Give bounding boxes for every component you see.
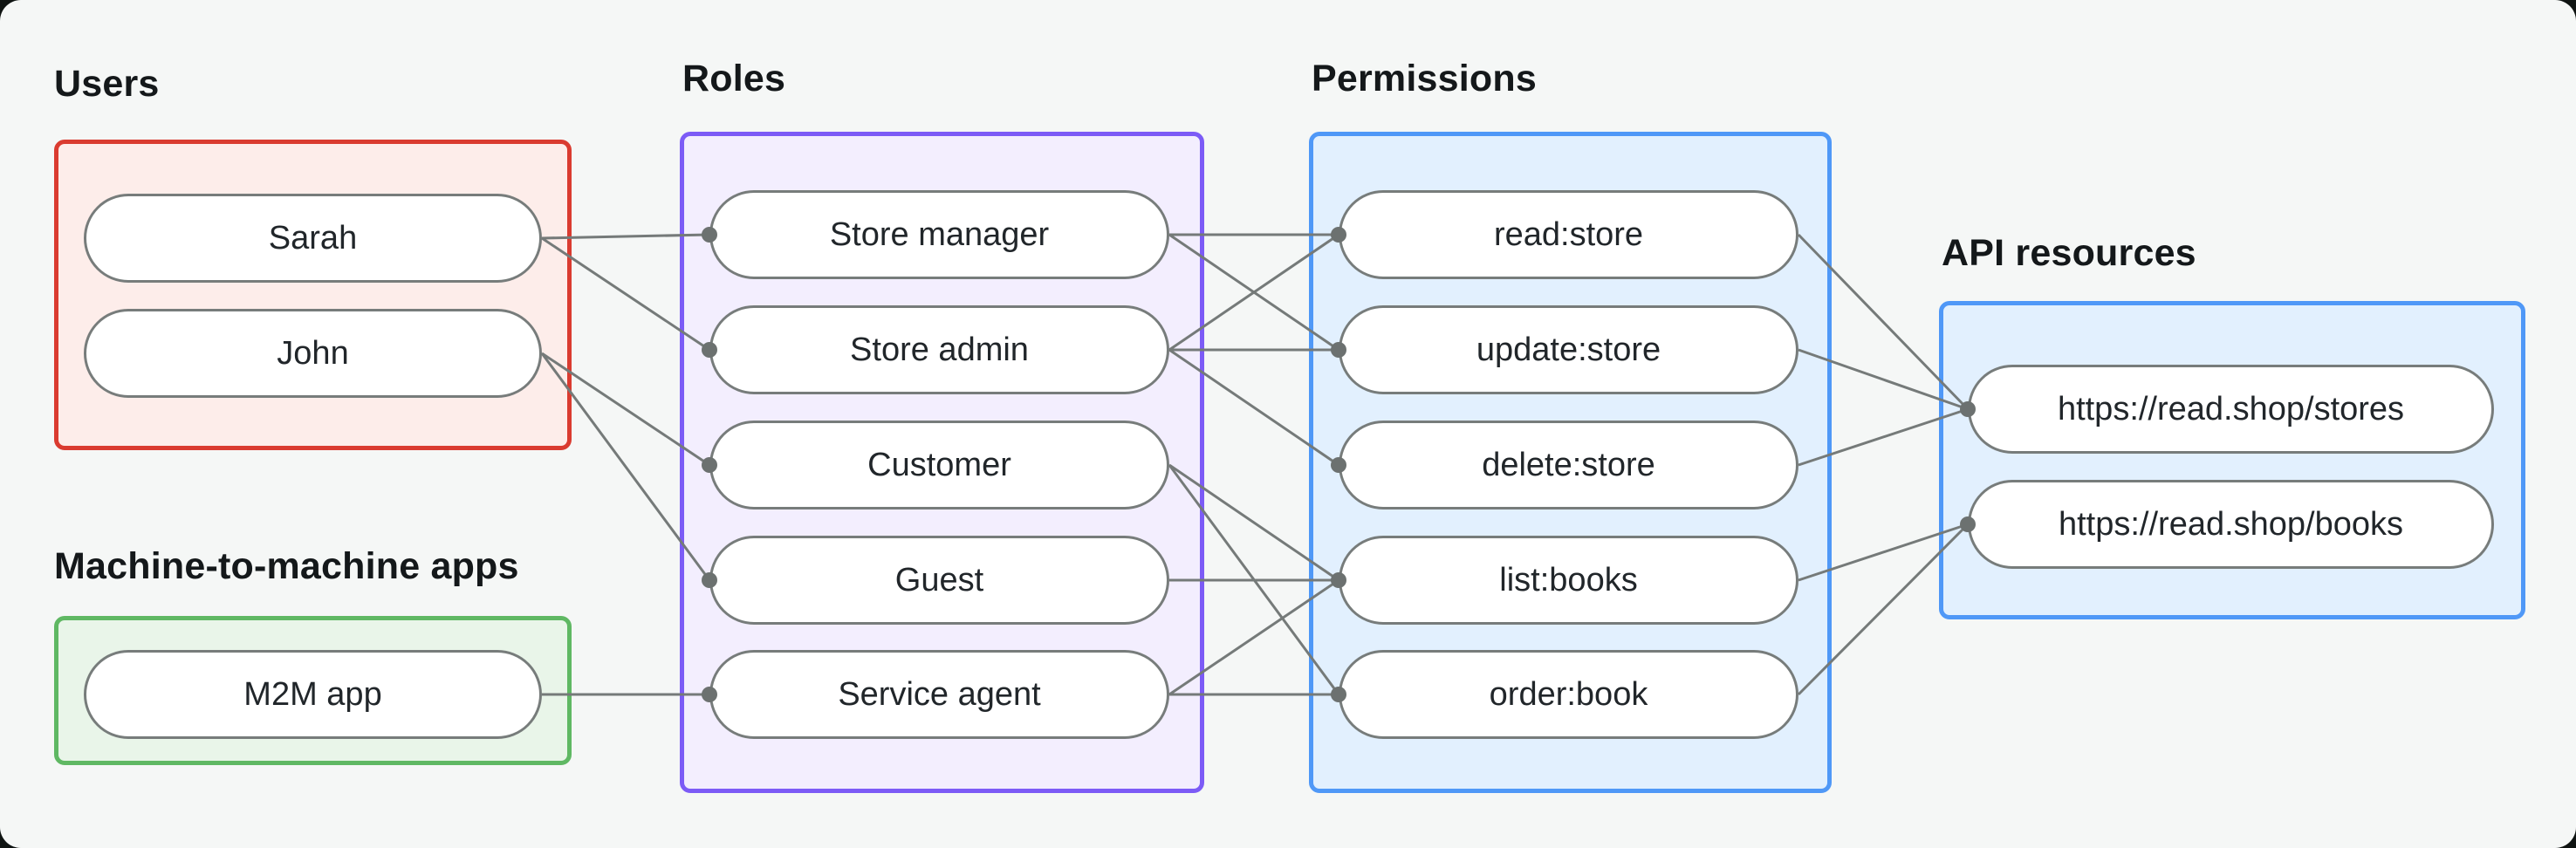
node-label-read_store: read:store bbox=[1493, 215, 1644, 253]
node-res_books: https://read.shop/books bbox=[1968, 480, 2494, 569]
node-label-john: John bbox=[277, 334, 349, 372]
node-customer: Customer bbox=[709, 421, 1169, 509]
node-label-customer: Customer bbox=[867, 446, 1011, 483]
group-label-users: Users bbox=[54, 63, 160, 105]
node-label-update_store: update:store bbox=[1476, 331, 1661, 368]
node-label-m2m_app: M2M app bbox=[243, 675, 382, 713]
node-label-list_books: list:books bbox=[1499, 561, 1638, 598]
node-label-res_stores: https://read.shop/stores bbox=[2057, 390, 2405, 427]
group-label-permissions: Permissions bbox=[1312, 58, 1537, 99]
node-label-store_admin: Store admin bbox=[850, 331, 1029, 368]
node-store_admin: Store admin bbox=[709, 305, 1169, 394]
node-read_store: read:store bbox=[1339, 190, 1798, 279]
group-label-api: API resources bbox=[1942, 232, 2196, 274]
group-label-roles: Roles bbox=[682, 58, 786, 99]
node-delete_store: delete:store bbox=[1339, 421, 1798, 509]
group-label-m2m: Machine-to-machine apps bbox=[54, 545, 519, 587]
node-update_store: update:store bbox=[1339, 305, 1798, 394]
node-label-delete_store: delete:store bbox=[1482, 446, 1655, 483]
node-order_book: order:book bbox=[1339, 650, 1798, 739]
node-label-store_manager: Store manager bbox=[829, 215, 1050, 253]
group-box-api bbox=[1939, 301, 2525, 619]
node-m2m_app: M2M app bbox=[84, 650, 542, 739]
node-guest: Guest bbox=[709, 536, 1169, 625]
node-res_stores: https://read.shop/stores bbox=[1968, 365, 2494, 454]
node-service_agent: Service agent bbox=[709, 650, 1169, 739]
node-label-sarah: Sarah bbox=[268, 219, 358, 256]
node-label-res_books: https://read.shop/books bbox=[2058, 505, 2404, 543]
node-john: John bbox=[84, 309, 542, 398]
node-label-order_book: order:book bbox=[1489, 675, 1648, 713]
node-label-guest: Guest bbox=[894, 561, 984, 598]
node-sarah: Sarah bbox=[84, 194, 542, 283]
node-label-service_agent: Service agent bbox=[838, 675, 1041, 713]
group-box-users bbox=[54, 140, 572, 450]
node-list_books: list:books bbox=[1339, 536, 1798, 625]
node-store_manager: Store manager bbox=[709, 190, 1169, 279]
